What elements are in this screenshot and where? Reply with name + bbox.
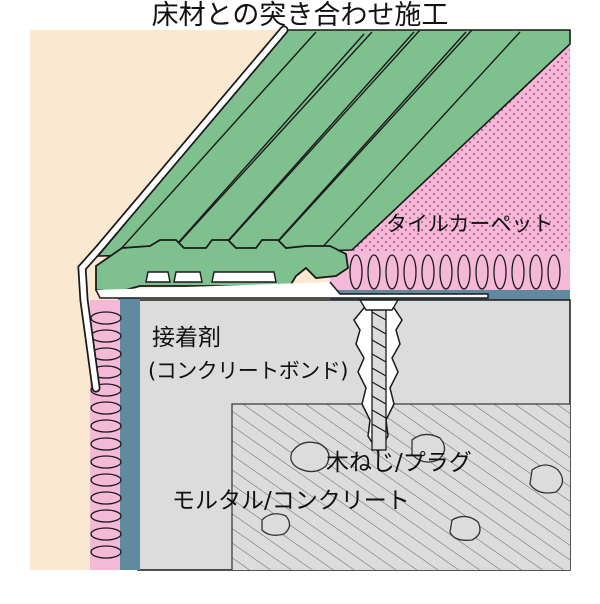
screw-plug-label: 木ねじ/プラグ [326, 450, 472, 476]
nosing-flange [95, 281, 489, 299]
adhesive-label: 接着剤 [152, 325, 221, 351]
nosing-cavities [145, 271, 277, 283]
nosing-ribs [119, 29, 521, 253]
carpet-fiber-row [330, 252, 570, 292]
adhesive-type-label: (コンクリートボンド) [148, 359, 348, 383]
mortar-concrete-label: モルタル/コンクリート [172, 488, 410, 514]
side-board [118, 298, 140, 570]
nosing-lip [79, 27, 287, 391]
side-carpet-fibers [90, 300, 122, 570]
tile-carpet-label: タイルカーペット [386, 212, 554, 236]
screw-plug [353, 299, 403, 454]
mortar-inset [231, 403, 570, 570]
diagram-title: 床材との突き合わせ施工 [151, 0, 449, 31]
